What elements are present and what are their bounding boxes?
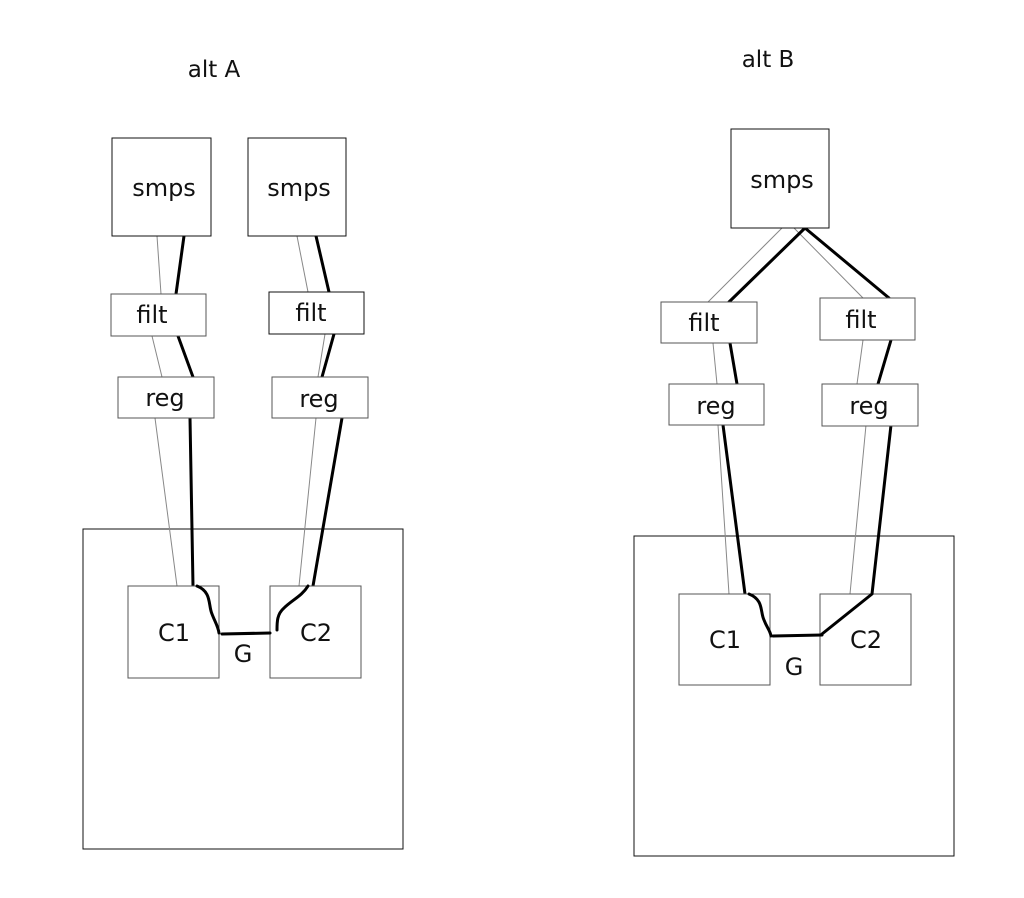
alt-a-c1-entry-wire — [195, 584, 221, 635]
alt-b-filt-2: filt — [819, 297, 916, 341]
alt-b-smps: smps — [730, 128, 830, 229]
alt-a-smps-2: smps — [247, 137, 347, 237]
alt-a-filt-2: filt — [268, 291, 365, 335]
alt-b-reg-2: reg — [821, 383, 919, 427]
alt-a-left-return-wire — [151, 235, 178, 587]
alt-a-smps-1: smps — [111, 137, 212, 237]
alt-b-c2-entry-wire — [820, 592, 874, 636]
alt-a-board — [82, 528, 404, 850]
alt-a-right-supply-wire — [311, 234, 344, 588]
alt-b-chip-c2: C2 — [819, 593, 912, 686]
alt-a-right-return-wire — [296, 235, 326, 587]
alt-a-chip-c1-label: C1 — [158, 619, 190, 647]
alt-b-reg-1-label: reg — [696, 392, 735, 420]
alt-a-chip-c1: C1 — [127, 585, 220, 679]
alt-b-board — [633, 535, 955, 857]
alt-a-group: alt A smps smps filt filt — [82, 57, 404, 850]
alt-a-ground-label: G — [234, 640, 253, 668]
alt-a-chip-c2-label: C2 — [300, 619, 332, 647]
alt-a-reg-1: reg — [117, 376, 215, 419]
alt-b-ground-wire — [771, 633, 824, 638]
alt-a-reg-1-label: reg — [145, 384, 184, 412]
alt-b-right-return-wire — [793, 227, 867, 595]
alt-b-reg-2-label: reg — [849, 392, 888, 420]
alt-b-chip-c2-label: C2 — [850, 626, 882, 654]
alt-b-c1-entry-wire — [747, 592, 773, 638]
alt-b-left-return-wire — [707, 227, 783, 595]
alt-b-filt-1-label: filt — [688, 309, 719, 337]
alt-a-left-supply-wire — [174, 234, 195, 588]
alt-b-smps-label: smps — [750, 166, 814, 194]
alt-b-filt-1: filt — [660, 301, 758, 344]
alt-a-filt-1-label: filt — [136, 301, 167, 329]
alt-b-chip-c1: C1 — [678, 593, 771, 686]
alt-a-c2-entry-wire — [275, 584, 310, 632]
alt-a-smps-1-label: smps — [132, 174, 196, 202]
alt-b-right-supply-wire — [803, 226, 893, 596]
alt-b-filt-2-label: filt — [845, 306, 876, 334]
alt-a-ground-wire — [220, 631, 272, 636]
alt-b-reg-1: reg — [668, 383, 765, 426]
alt-b-left-supply-wire — [721, 226, 807, 596]
alt-a-filt-1: filt — [110, 293, 207, 337]
alt-a-smps-2-label: smps — [267, 174, 331, 202]
alt-b-ground-label: G — [785, 653, 804, 681]
alt-a-reg-2-label: reg — [299, 385, 338, 413]
alt-b-title: alt B — [742, 47, 795, 73]
alt-a-reg-2: reg — [271, 376, 369, 419]
alt-b-group: alt B smps filt filt reg reg — [633, 47, 955, 857]
alt-a-chip-c2: C2 — [269, 585, 362, 679]
alt-a-filt-2-label: filt — [295, 299, 326, 327]
alt-a-title: alt A — [188, 57, 241, 83]
alt-b-chip-c1-label: C1 — [709, 626, 741, 654]
